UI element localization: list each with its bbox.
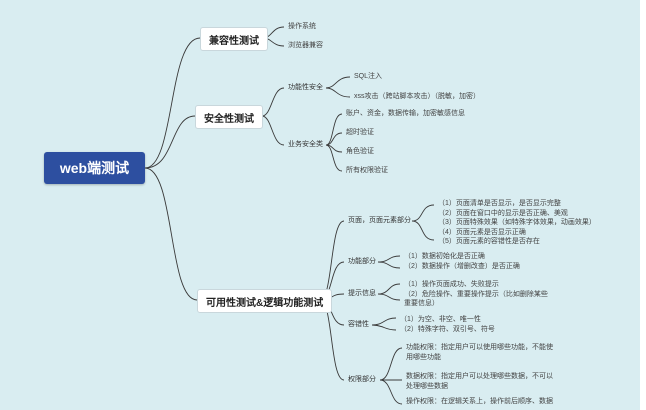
usability-function-label[interactable]: 功能部分 (348, 258, 376, 265)
connector-fault-items (371, 317, 397, 331)
connector-func-xss (325, 87, 351, 98)
page-item-5[interactable]: （5）页面元素的容错性是否存在 (438, 238, 540, 245)
page-item-3[interactable]: （3）页面特殊效果（如特殊字体效果，动画效果） (438, 219, 596, 226)
biz-item-3[interactable]: 角色验证 (346, 148, 374, 155)
compat-item-browser[interactable]: 浏览器兼容 (288, 42, 323, 49)
usability-permission-label[interactable]: 权限部分 (348, 376, 376, 383)
connector-biz-1 (325, 113, 343, 146)
permission-item-2[interactable]: 数据权限：指定用户可以处理哪些数据，不可以处理哪些数据 (406, 373, 553, 390)
branch-usability[interactable]: 可用性测试&逻辑功能测试 (197, 289, 333, 313)
fault-item-2[interactable]: （2）特殊字符、双引号、符号 (400, 325, 495, 333)
page-item-4[interactable]: （4）页面元素是否显示正确 (438, 228, 526, 236)
branch-security[interactable]: 安全性测试 (195, 105, 263, 129)
connector-biz-4 (325, 144, 343, 172)
root-node[interactable]: web端测试 (44, 152, 145, 184)
compat-item-os[interactable]: 操作系统 (288, 23, 316, 30)
fault-items-list: （1）为空、非空、唯一性 （2）特殊字符、双引号、符号 (400, 315, 495, 334)
prompt-item-2[interactable]: （2）危险操作、重要操作提示（比如删除某些重要信息） (404, 290, 548, 308)
usability-fault-label[interactable]: 容错性 (348, 321, 369, 328)
connector-prompt-items (377, 283, 401, 301)
connector-function-items (377, 255, 401, 269)
func-item-xss[interactable]: xss攻击（跨站脚本攻击）（脱敏，加密） (354, 93, 480, 100)
func-item-sql[interactable]: SQL注入 (354, 73, 383, 80)
connector-biz-2 (325, 132, 343, 146)
connector-security-biz (261, 115, 285, 146)
connector-root-usability (144, 167, 198, 301)
usability-page-label[interactable]: 页面，页面元素部分 (348, 217, 411, 224)
function-item-1[interactable]: （1）数据初始化是否正确 (404, 253, 485, 260)
function-items-list: （1）数据初始化是否正确 （2）数据操作（增删改查）是否正确 (404, 252, 520, 271)
prompt-item-1[interactable]: （1）操作页面成功、失败提示 (404, 281, 499, 288)
page-item-2[interactable]: （2）页面在窗口中的显示是否正确、美观 (438, 209, 568, 217)
permission-items-list: 功能权限：指定用户可以使用哪些功能，不能使用哪些功能 数据权限：指定用户可以处理… (406, 343, 554, 407)
connector-func-sql (325, 76, 351, 89)
usability-prompt-label[interactable]: 提示信息 (348, 290, 376, 297)
security-biz-label[interactable]: 业务安全类 (288, 141, 323, 148)
security-func-label[interactable]: 功能性安全 (288, 84, 323, 91)
connector-root-security (144, 115, 196, 169)
fault-item-1[interactable]: （1）为空、非空、唯一性 (400, 316, 481, 323)
branch-compat[interactable]: 兼容性测试 (200, 27, 268, 51)
page-items-list: （1）页面清单是否显示，是否显示完整 （2）页面在窗口中的显示是否正确、美观 （… (438, 199, 596, 247)
permission-item-1[interactable]: 功能权限：指定用户可以使用哪些功能，不能使用哪些功能 (406, 344, 553, 361)
connector-page-items (411, 204, 435, 241)
function-item-2[interactable]: （2）数据操作（增删改查）是否正确 (404, 262, 520, 270)
permission-item-3[interactable]: 操作权限：在逻辑关系上，操作前后顺序、数据 (406, 398, 553, 405)
connector-security-func (261, 87, 285, 117)
prompt-items-list: （1）操作页面成功、失败提示 （2）危险操作、重要操作提示（比如删除某些重要信息… (404, 280, 554, 309)
biz-item-2[interactable]: 超时验证 (346, 129, 374, 136)
connector-root-compat (144, 37, 201, 169)
page-item-1[interactable]: （1）页面清单是否显示，是否显示完整 (438, 200, 561, 207)
biz-item-4[interactable]: 所有权限验证 (346, 167, 388, 174)
biz-item-1[interactable]: 账户、资金，数据传输，加密敏感信息 (346, 110, 465, 117)
connector-permission-items (379, 347, 403, 405)
